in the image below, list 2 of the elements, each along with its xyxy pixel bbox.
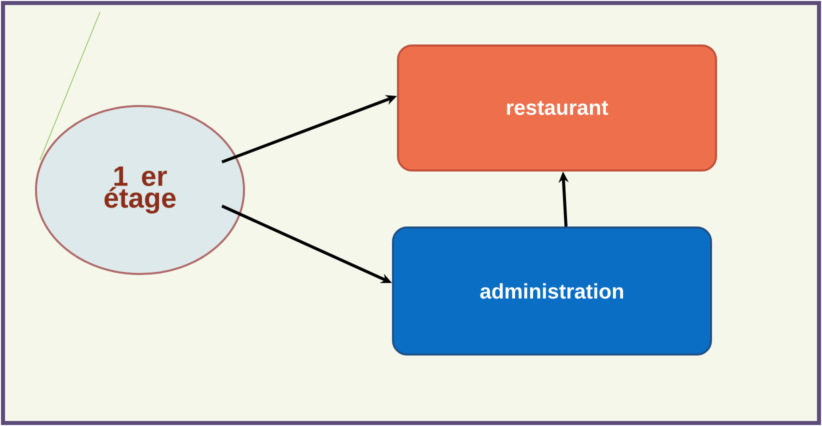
room-box: restaurant — [397, 44, 717, 172]
room-box: administration — [392, 226, 712, 356]
